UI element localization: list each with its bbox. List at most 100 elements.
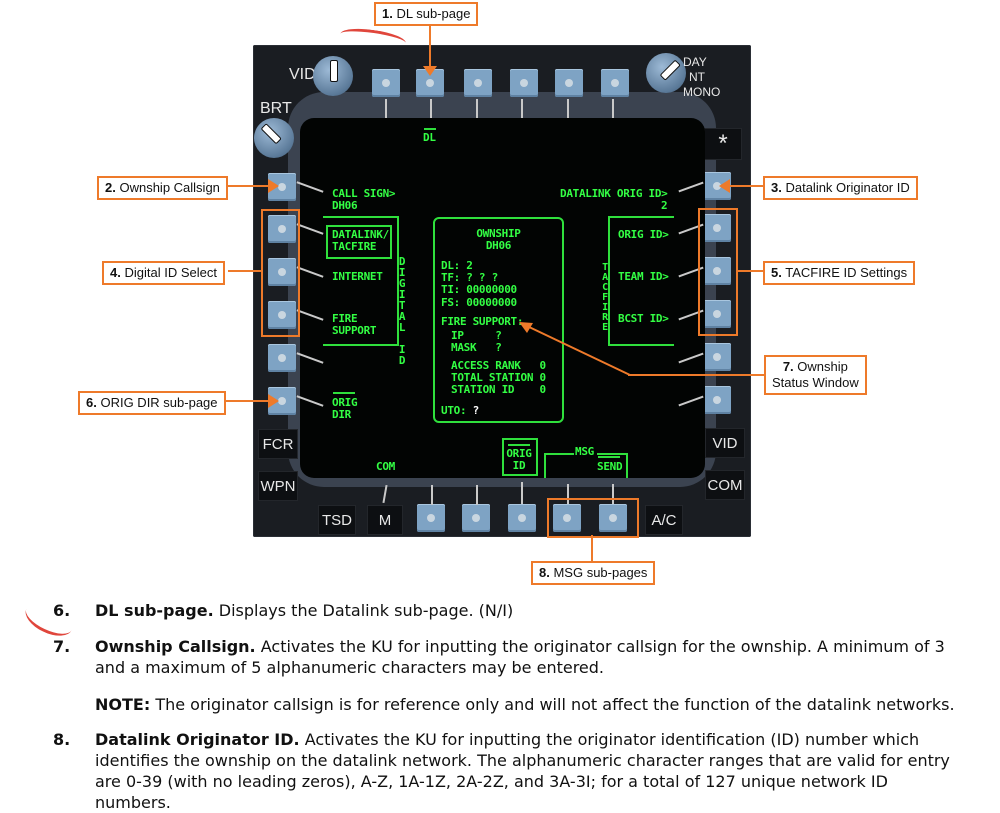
ownship-station-id: STATION ID 0 (451, 383, 546, 396)
tacfire-orig-id: ORIG ID> (618, 228, 669, 241)
callout-dl-sub-page: 1. DL sub-page (374, 2, 479, 26)
osb-bottom-1[interactable] (417, 504, 445, 532)
ownship-ip: IP ? (451, 329, 502, 342)
orig-id-arrow-icon (508, 444, 530, 446)
ownship-tf: TF: ? ? ? (441, 271, 498, 284)
ac-key[interactable]: A/C (645, 505, 683, 535)
m-key[interactable]: M (367, 505, 403, 535)
callout-leader (429, 24, 431, 70)
osb-left-4-fire-support[interactable] (268, 301, 296, 329)
osb-tick (385, 99, 387, 121)
callout-leader (628, 374, 765, 376)
osb-bottom-3-orig-id[interactable] (508, 504, 536, 532)
msg-bracket-right (626, 453, 628, 478)
callout-leader (228, 270, 262, 272)
com-label: COM (376, 460, 395, 473)
osb-bottom-4-msg[interactable] (553, 504, 581, 532)
day-nt-mono-knob[interactable] (646, 53, 686, 93)
arrow-left-icon (719, 179, 730, 193)
osb-left-2-datalink-tacfire[interactable] (268, 215, 296, 243)
ownship-dl: DL: 2 (441, 259, 473, 272)
tacfire-bracket-top (608, 216, 674, 218)
callout-tacfire-id-settings: 5. TACFIRE ID Settings (763, 261, 916, 285)
osb-top-6[interactable] (601, 69, 629, 97)
msg-bracket-top-right (597, 453, 627, 455)
arrow-right-icon (268, 179, 279, 193)
osb-tick (476, 99, 478, 121)
osb-right-4-bcst-id[interactable] (703, 300, 731, 328)
wpn-key[interactable]: WPN (258, 471, 298, 501)
osb-tick (430, 99, 432, 121)
mode-mono-label: MONO (683, 85, 721, 99)
osb-tick (612, 99, 614, 121)
orig-id-line1: ORIG (506, 447, 532, 460)
osb-left-5[interactable] (268, 344, 296, 372)
tacfire-highlight-box (698, 208, 738, 336)
digital-opt-datalink: DATALINK/ (332, 228, 389, 241)
ownship-mask: MASK ? (451, 341, 502, 354)
osb-right-3-team-id[interactable] (703, 257, 731, 285)
osb-top-5[interactable] (555, 69, 583, 97)
com-key[interactable]: COM (705, 470, 745, 500)
ownship-fs: FS: 00000000 (441, 296, 517, 309)
callout-datalink-originator-id: 3. Datalink Originator ID (763, 176, 918, 200)
mode-labels: DAY NT MONO (683, 55, 720, 100)
vid-knob-label: VID (289, 66, 316, 83)
fcr-key[interactable]: FCR (258, 429, 298, 459)
osb-tick (612, 484, 614, 504)
send-arrow-icon (598, 456, 620, 458)
call-sign-label: CALL SIGN> (332, 187, 396, 200)
callout-leader (728, 185, 764, 187)
datalink-tacfire-selected-box (326, 225, 392, 259)
vid-knob[interactable] (313, 56, 353, 96)
osb-left-3-internet[interactable] (268, 258, 296, 286)
osb-top-3[interactable] (464, 69, 492, 97)
ownship-access-rank: ACCESS RANK 0 (451, 359, 546, 372)
osb-top-4[interactable] (510, 69, 538, 97)
callout-diagonal-arrow-icon (519, 322, 631, 376)
ownship-ti: TI: 00000000 (441, 283, 517, 296)
datalink-orig-id-label: DATALINK ORIG ID> (560, 187, 668, 200)
digital-opt-tacfire: TACFIRE (332, 240, 377, 253)
msg-label: MSG (575, 445, 594, 458)
orig-id-box (502, 438, 538, 476)
msg-bracket-top-left (544, 453, 574, 455)
ownship-title: OWNSHIP (476, 227, 521, 240)
item-8-number: 8. (53, 730, 71, 749)
tacfire-bracket-side (608, 216, 610, 346)
orig-dir-line2: DIR (332, 408, 351, 421)
osb-tick (521, 99, 523, 121)
brt-knob[interactable] (254, 118, 294, 158)
callout-msg-sub-pages: 8. MSG sub-pages (531, 561, 656, 585)
tsd-key[interactable]: TSD (318, 505, 356, 535)
orig-dir-arrow-icon (333, 392, 355, 394)
asterisk-key[interactable]: * (704, 128, 742, 160)
callout-leader (227, 185, 271, 187)
callout-leader (591, 535, 593, 561)
digital-opt-fire: FIRE (332, 312, 358, 325)
osb-bottom-2[interactable] (462, 504, 490, 532)
digital-opt-support: SUPPORT (332, 324, 377, 337)
item-6-number: 6. (53, 601, 71, 620)
arrow-right-icon (268, 394, 279, 408)
tacfire-bracket-bottom (608, 344, 674, 346)
callout-orig-dir-sub-page: 6. ORIG DIR sub-page (78, 391, 226, 415)
item-6-text: DL sub-page. Displays the Datalink sub-p… (95, 601, 514, 620)
arrow-down-icon (423, 66, 437, 76)
osb-right-2-orig-id[interactable] (703, 214, 731, 242)
msg-highlight-box (547, 498, 639, 538)
ownship-total-station: TOTAL STATION 0 (451, 371, 546, 384)
note-text: NOTE: The originator callsign is for ref… (95, 695, 955, 714)
osb-bottom-5-send[interactable] (599, 504, 627, 532)
osb-top-1[interactable] (372, 69, 400, 97)
callout-digital-id-select: 4. Digital ID Select (102, 261, 225, 285)
osb-right-6[interactable] (703, 386, 731, 414)
vid-key[interactable]: VID (705, 428, 745, 458)
send-label: SEND (597, 460, 623, 473)
ownship-fire-support: FIRE SUPPORT: (441, 315, 524, 328)
osb-right-5[interactable] (703, 343, 731, 371)
osb-tick (567, 99, 569, 121)
